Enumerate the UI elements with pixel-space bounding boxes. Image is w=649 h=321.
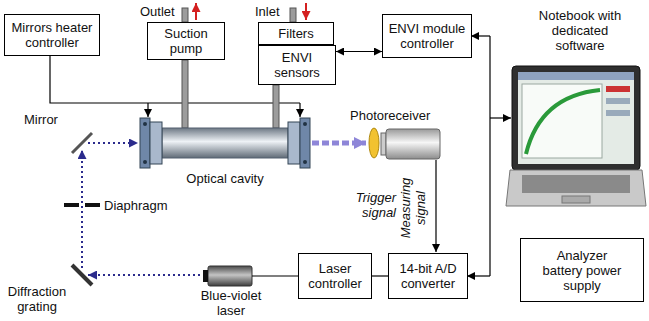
box-label: Suction pump: [152, 26, 220, 56]
inlet-arrow: [305, 3, 307, 20]
filter-box: Filters: [258, 22, 334, 45]
outlet-pipe: [182, 8, 188, 22]
diaphragm: [85, 203, 100, 207]
box-label: Filters: [278, 26, 313, 41]
part-label: Photoreceiver: [350, 108, 430, 123]
heater-arrow: [147, 103, 148, 117]
box-label: ENVI module controller: [387, 21, 467, 51]
box-label: Analyzer battery power supply: [542, 248, 622, 293]
bus-arrow: [467, 275, 490, 276]
device-label: Notebook with dedicated software: [528, 8, 632, 53]
part-label: Diaphragm: [104, 198, 168, 213]
diaphragm: [64, 203, 79, 207]
sensor-box: ENVI sensors: [258, 45, 336, 85]
data-bus: [489, 36, 490, 276]
bus-arrow: [471, 35, 490, 36]
pump-box: Suction pump: [147, 22, 225, 60]
heater-arrow: [299, 103, 300, 117]
connector-arrow: [336, 51, 382, 52]
box-label: Mirrors heater controller: [9, 20, 95, 50]
part-label: Diffraction grating: [4, 284, 70, 314]
pump-pipe: [182, 60, 188, 128]
output-beam: [312, 141, 366, 146]
measuring-wire: [435, 160, 436, 252]
signal-label: Trigger signal: [344, 190, 396, 220]
part-label: Blue-violet laser: [194, 288, 268, 318]
laptop: [506, 66, 646, 206]
laser-beam: [88, 274, 205, 276]
controller-box: ENVI module controller: [382, 14, 472, 58]
controller-box: Mirrors heater controller: [4, 14, 100, 56]
laser-beam: [81, 150, 83, 268]
port-label: Outlet: [140, 4, 175, 19]
port-label: Inlet: [255, 4, 280, 19]
laser-beam: [88, 142, 138, 144]
mirror: [72, 133, 92, 153]
bus-arrow: [490, 117, 511, 118]
laser-body: [208, 266, 252, 286]
lens: [369, 128, 379, 158]
box-label: Laser controller: [303, 261, 367, 291]
connector-line: [372, 275, 388, 276]
signal-label: Measuring signal: [398, 171, 428, 245]
photoreceiver-ring: [381, 133, 386, 155]
box-label: 14-bit A/D converter: [393, 261, 463, 291]
diffraction-grating: [72, 265, 92, 285]
power-supply-box: Analyzer battery power supply: [520, 238, 644, 302]
converter-box: 14-bit A/D converter: [388, 253, 468, 299]
controller-box: Laser controller: [298, 253, 372, 299]
laser-aperture: [203, 270, 208, 282]
sensor-pipe: [273, 85, 279, 128]
photoreceiver: [386, 129, 440, 159]
part-label: Mirror: [24, 112, 58, 127]
outlet-arrow: [195, 3, 197, 20]
inlet-pipe: [290, 8, 296, 22]
optical-cavity: [140, 118, 310, 168]
laser-cable: [252, 275, 298, 276]
part-label: Optical cavity: [178, 171, 272, 186]
box-label: ENVI sensors: [263, 50, 331, 80]
